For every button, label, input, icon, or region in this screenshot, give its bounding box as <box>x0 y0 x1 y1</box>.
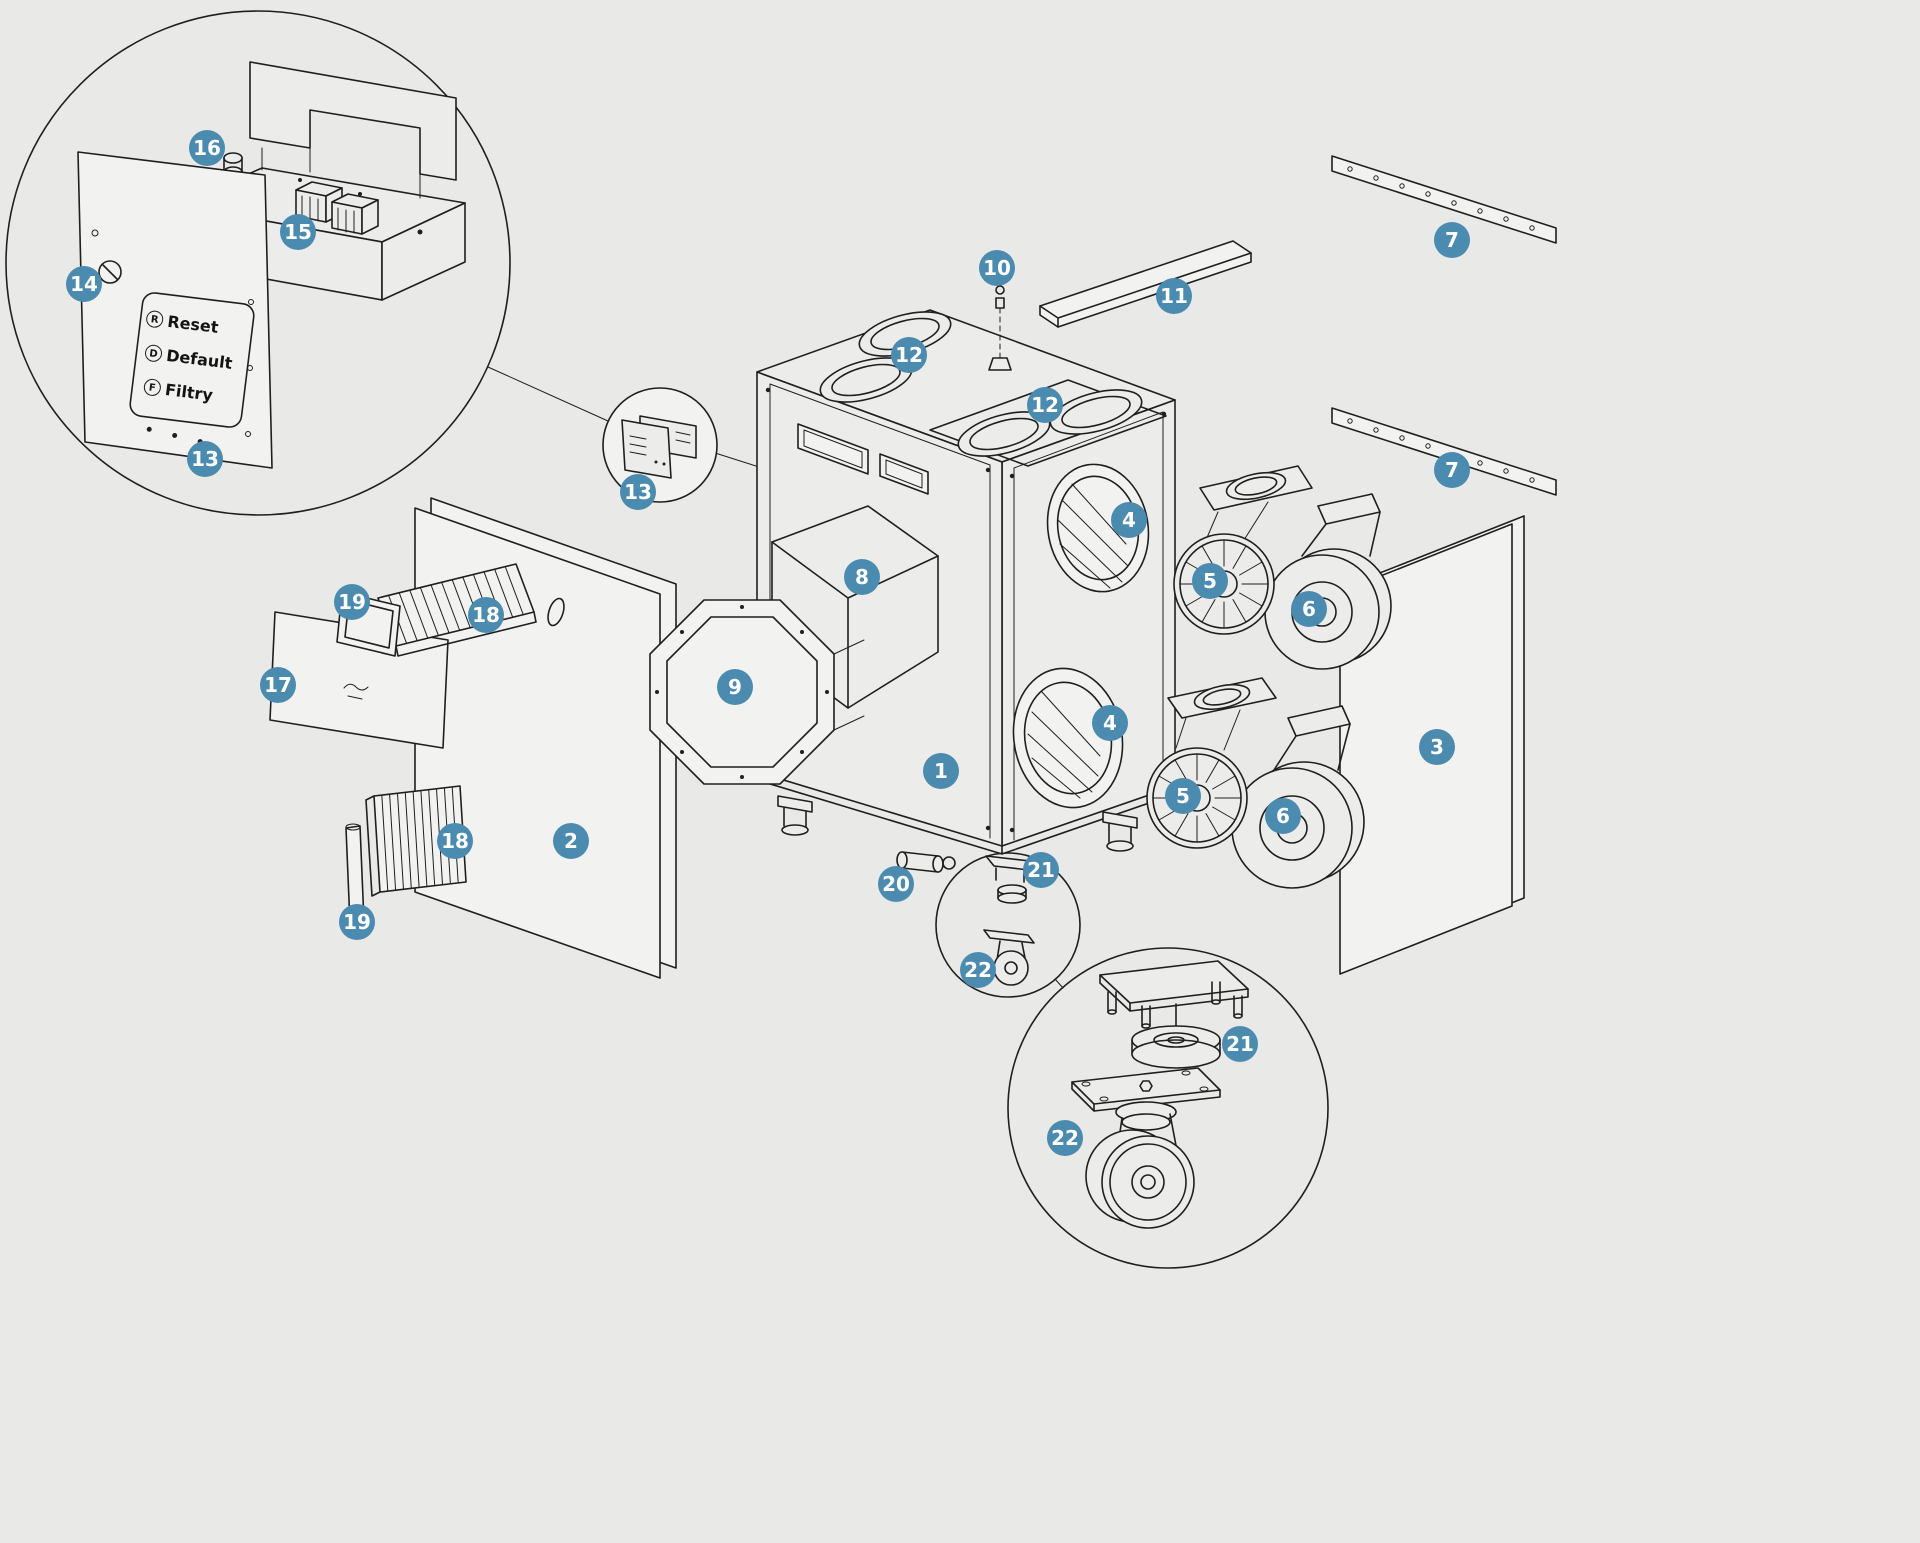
part-badge-7: 7 <box>1434 222 1470 258</box>
part-badge-18: 18 <box>468 597 504 633</box>
door-lock-knob <box>98 260 122 284</box>
detail-circle-feet <box>1007 947 1329 1269</box>
control-box-bracket <box>249 61 457 181</box>
part-badge-3: 3 <box>1419 729 1455 765</box>
default-symbol: D <box>149 348 159 360</box>
foot-bracket-21-detail <box>1099 960 1249 1069</box>
part-badge-13: 13 <box>187 441 223 477</box>
part-badge-6: 6 <box>1291 591 1327 627</box>
part-badge-19: 19 <box>334 584 370 620</box>
filter-18-lower <box>365 785 467 897</box>
part-badge-1: 1 <box>923 753 959 789</box>
filtry-symbol: F <box>148 382 156 394</box>
part-badge-22: 22 <box>1047 1120 1083 1156</box>
part-badge-22: 22 <box>960 952 996 988</box>
foot-caster-small-group <box>935 852 1081 998</box>
part-badge-16: 16 <box>189 130 225 166</box>
part-badge-6: 6 <box>1265 798 1301 834</box>
part-badge-10: 10 <box>979 250 1015 286</box>
fan-scroll-opening-4-upper <box>1046 463 1150 593</box>
part-badge-14: 14 <box>66 266 102 302</box>
part-badge-18: 18 <box>437 823 473 859</box>
detail-circle-control-box: R Reset D Default F Filtry <box>5 10 511 516</box>
part-badge-5: 5 <box>1165 778 1201 814</box>
part-badge-13: 13 <box>620 474 656 510</box>
part-badge-17: 17 <box>260 667 296 703</box>
leader-lines <box>487 366 1064 989</box>
duct-collars-12 <box>819 311 1143 457</box>
mounting-rail-7-upper <box>1331 155 1557 244</box>
detail-circle-small-control-box <box>602 387 718 503</box>
unit-foot-right <box>1102 811 1138 852</box>
fan-scroll-opening-4-lower <box>1012 667 1124 809</box>
part-badge-20: 20 <box>878 866 914 902</box>
part-badge-21: 21 <box>1222 1026 1258 1062</box>
part-badge-8: 8 <box>844 559 880 595</box>
part-badge-4: 4 <box>1092 705 1128 741</box>
part-badge-4: 4 <box>1111 502 1147 538</box>
caster-22-detail <box>1071 1067 1221 1229</box>
reset-symbol: R <box>150 314 159 326</box>
part-badge-5: 5 <box>1192 563 1228 599</box>
control-door-panel: R Reset D Default F Filtry <box>77 151 273 469</box>
drain-fitting-20 <box>896 851 956 873</box>
mounting-rail-7-lower <box>1331 407 1557 496</box>
unit-foot-left <box>777 795 813 836</box>
part-badge-12: 12 <box>891 337 927 373</box>
part-badge-9: 9 <box>717 669 753 705</box>
part-badge-11: 11 <box>1156 278 1192 314</box>
top-cover-strip-11 <box>1039 240 1252 328</box>
part-badge-12: 12 <box>1027 387 1063 423</box>
part-badge-7: 7 <box>1434 452 1470 488</box>
part-badge-15: 15 <box>280 214 316 250</box>
part-badge-21: 21 <box>1023 852 1059 888</box>
part-badge-19: 19 <box>339 904 375 940</box>
part-badge-2: 2 <box>553 823 589 859</box>
sensor-antenna-10 <box>988 285 1012 371</box>
